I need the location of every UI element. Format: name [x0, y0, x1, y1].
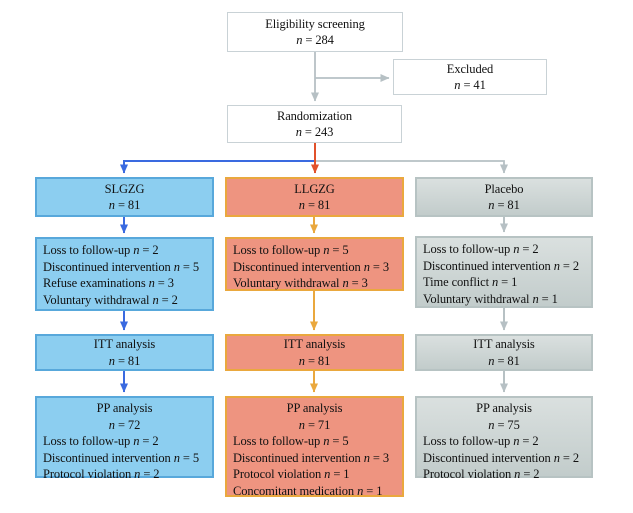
dropout-line: Discontinued intervention n = 2	[423, 258, 580, 273]
itt-title: ITT analysis	[283, 337, 346, 351]
box-itt-placebo: ITT analysis n = 81	[415, 334, 593, 371]
arm-placebo-count: n = 81	[488, 198, 520, 212]
eligibility-count: n = 284	[296, 33, 334, 47]
pp-line: Loss to follow-up n = 5	[233, 434, 349, 448]
excluded-title: Excluded	[446, 61, 494, 76]
pp-title: PP analysis	[96, 401, 153, 415]
eligibility-title: Eligibility screening	[265, 16, 365, 31]
excluded-count: n = 41	[454, 78, 486, 92]
box-dropouts-slgzg: Loss to follow-up n = 2 Discontinued int…	[35, 237, 214, 311]
box-itt-slgzg: ITT analysis n = 81	[35, 334, 214, 371]
itt-count: n = 81	[488, 353, 520, 368]
pp-count: n = 75	[488, 417, 520, 432]
pp-line: Discontinued intervention n = 5	[43, 450, 200, 465]
box-pp-placebo: PP analysis n = 75 Loss to follow-up n =…	[415, 396, 593, 481]
pp-line: Loss to follow-up n = 2	[43, 434, 159, 448]
arm-slgzg-title: SLGZG	[104, 181, 145, 196]
box-arm-placebo: Placebo n = 81	[415, 177, 593, 217]
arm-placebo-title: Placebo	[484, 181, 524, 196]
dropout-line: Discontinued intervention n = 3	[233, 259, 390, 274]
dropout-line: Voluntary withdrawal n = 1	[423, 291, 558, 306]
pp-count: n = 71	[298, 417, 331, 432]
pp-line: Discontinued intervention n = 3	[233, 450, 390, 465]
pp-line: Concomitant medication n = 1	[233, 483, 383, 498]
dropout-line: Loss to follow-up n = 2	[43, 243, 159, 257]
pp-title: PP analysis	[286, 401, 343, 415]
dropout-line: Discontinued intervention n = 5	[43, 259, 200, 274]
itt-title: ITT analysis	[93, 337, 156, 351]
box-excluded: Excluded n = 41	[393, 59, 547, 95]
dropout-line: Voluntary withdrawal n = 3	[233, 276, 368, 290]
pp-title: PP analysis	[476, 401, 532, 415]
pp-line: Protocol violation n = 1	[233, 467, 350, 481]
dropout-line: Loss to follow-up n = 2	[423, 242, 539, 256]
randomization-title: Randomization	[276, 108, 353, 123]
dropout-line: Voluntary withdrawal n = 2	[43, 292, 178, 307]
box-arm-slgzg: SLGZG n = 81	[35, 177, 214, 217]
box-itt-llgzg: ITT analysis n = 81	[225, 334, 404, 371]
dropout-line: Loss to follow-up n = 5	[233, 243, 349, 257]
box-dropouts-placebo: Loss to follow-up n = 2 Discontinued int…	[415, 236, 593, 308]
pp-line: Protocol violation n = 2	[423, 467, 540, 481]
arm-slgzg-count: n = 81	[108, 198, 141, 212]
arrow-randomization-to-slgzg	[120, 160, 315, 174]
box-eligibility-screening: Eligibility screening n = 284	[227, 12, 403, 52]
arrow-randomization-to-placebo	[315, 160, 508, 174]
itt-count: n = 81	[298, 353, 331, 368]
itt-title: ITT analysis	[473, 337, 535, 351]
arm-llgzg-title: LLGZG	[294, 181, 335, 196]
dropout-line: Refuse examinations n = 3	[43, 276, 174, 290]
randomization-count: n = 243	[295, 125, 334, 139]
box-pp-llgzg: PP analysis n = 71 Loss to follow-up n =…	[225, 396, 404, 498]
box-dropouts-llgzg: Loss to follow-up n = 5 Discontinued int…	[225, 237, 404, 291]
box-arm-llgzg: LLGZG n = 81	[225, 177, 404, 217]
dropout-line: Time conflict n = 1	[423, 275, 518, 289]
box-randomization: Randomization n = 243	[227, 105, 402, 143]
pp-line: Loss to follow-up n = 2	[423, 434, 539, 448]
pp-line: Discontinued intervention n = 2	[423, 450, 580, 465]
itt-count: n = 81	[108, 353, 141, 368]
pp-line: Protocol violation n = 2	[43, 467, 160, 481]
pp-count: n = 72	[108, 417, 141, 432]
arm-llgzg-count: n = 81	[298, 198, 331, 212]
box-pp-slgzg: PP analysis n = 72 Loss to follow-up n =…	[35, 396, 214, 481]
